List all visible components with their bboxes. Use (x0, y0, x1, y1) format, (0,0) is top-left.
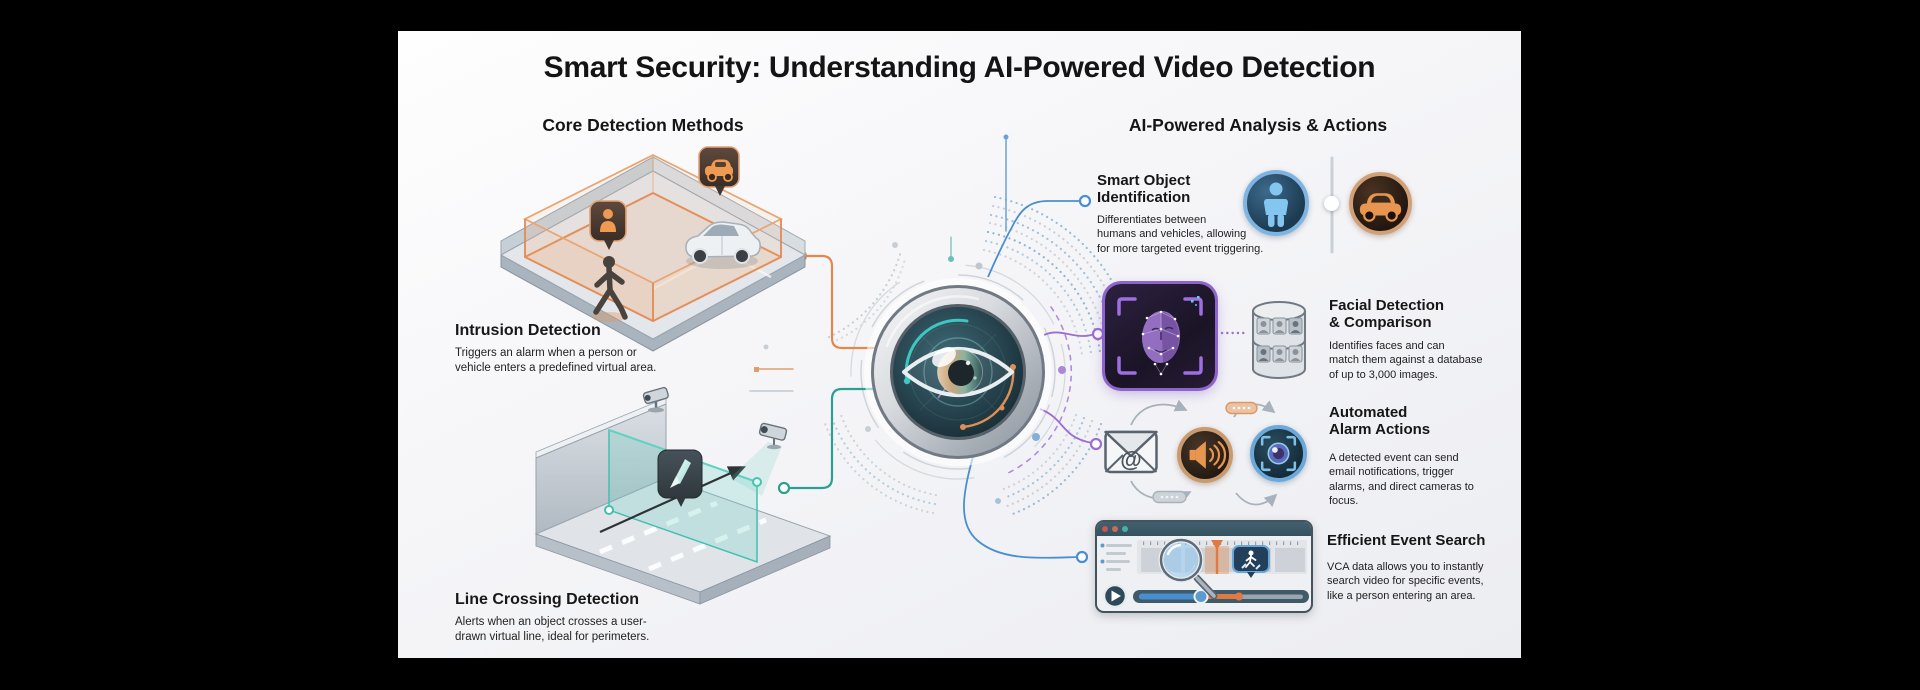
smart-object-connector-line (987, 200, 1083, 278)
person-alert-badge (589, 200, 627, 250)
smart-object-body: Differentiates between humans and vehicl… (1097, 214, 1264, 255)
ai-camera-lens-hub (864, 278, 1052, 466)
smart-object-connector-node (1078, 194, 1092, 208)
left-column-heading: Core Detection Methods (542, 115, 744, 135)
timeline-content (1100, 537, 1309, 609)
playback-progress (1139, 593, 1201, 600)
window-dot-teal (1122, 526, 1128, 532)
event-dot (1235, 592, 1243, 601)
face-database-icon (1250, 300, 1308, 388)
event-search-body: VCA data allows you to instantly search … (1327, 561, 1484, 602)
eye-pupil (948, 360, 974, 386)
flow-pill-orange (1225, 401, 1258, 415)
line-crossing-body: Alerts when an object crosses a user- dr… (455, 616, 650, 644)
intrusion-connector-line (801, 254, 875, 350)
magnifier-icon (1158, 537, 1218, 600)
right-column-heading: AI-Powered Analysis & Actions (1128, 115, 1388, 135)
walking-person-illustration (592, 256, 628, 322)
direction-badge (657, 449, 703, 507)
artwork-layer (499, 134, 1334, 605)
play-button (1102, 583, 1128, 609)
playback-knob (1193, 589, 1209, 604)
alarm-speaker-icon (1177, 427, 1233, 483)
event-search-title: Efficient Event Search (1327, 532, 1486, 549)
alarm-connector-line (1039, 408, 1093, 444)
line-crossing-title: Line Crossing Detection (455, 591, 640, 608)
at-symbol: @ (1120, 447, 1141, 472)
object-separator-dot (1324, 196, 1339, 211)
crossing-arrow (599, 466, 747, 534)
alarm-connector-node (1089, 437, 1103, 451)
page-title: Smart Security: Understanding AI-Powered… (543, 51, 1376, 84)
face-scan-icon (1105, 284, 1215, 388)
intrusion-zone-illustration (499, 146, 807, 352)
window-titlebar (1097, 522, 1311, 536)
alarm-actions-title: Automated Alarm Actions (1329, 404, 1431, 439)
infographic-panel: Smart Security: Understanding AI-Powered… (398, 31, 1521, 658)
smart-object-title: Smart Object Identification (1097, 172, 1191, 207)
linecross-connector-line (784, 387, 875, 490)
alarm-actions-body: A detected event can send email notifica… (1329, 452, 1474, 507)
car-alert-badge (698, 146, 740, 196)
flow-pill-gray (1152, 490, 1187, 504)
cctv-camera-icon (642, 386, 669, 413)
event-search-connector-line (963, 452, 1080, 559)
intrusion-detection-body: Triggers an alarm when a person or vehic… (455, 347, 657, 375)
event-search-window (1095, 520, 1313, 613)
person-event-badge (1232, 545, 1270, 578)
facial-connector-line (1043, 331, 1096, 337)
intrusion-detection-title: Intrusion Detection (455, 322, 601, 339)
window-dot-orange (1112, 526, 1118, 532)
cctv-camera-icon-2 (730, 422, 788, 496)
human-icon (1243, 170, 1309, 236)
email-notification-icon: @ (1104, 426, 1158, 476)
ptz-camera-focus-icon (1250, 425, 1307, 482)
facial-detection-body: Identifies faces and can match them agai… (1329, 340, 1483, 381)
window-dot-red (1102, 526, 1108, 532)
line-crossing-illustration (534, 386, 832, 605)
facial-connector-node (1091, 327, 1105, 341)
event-search-connector-node (1075, 550, 1089, 564)
vehicle-icon (1349, 172, 1412, 235)
linecross-connector-node (777, 481, 791, 495)
car-illustration (685, 221, 761, 269)
facial-detection-title: Facial Detection & Comparison (1329, 297, 1445, 332)
